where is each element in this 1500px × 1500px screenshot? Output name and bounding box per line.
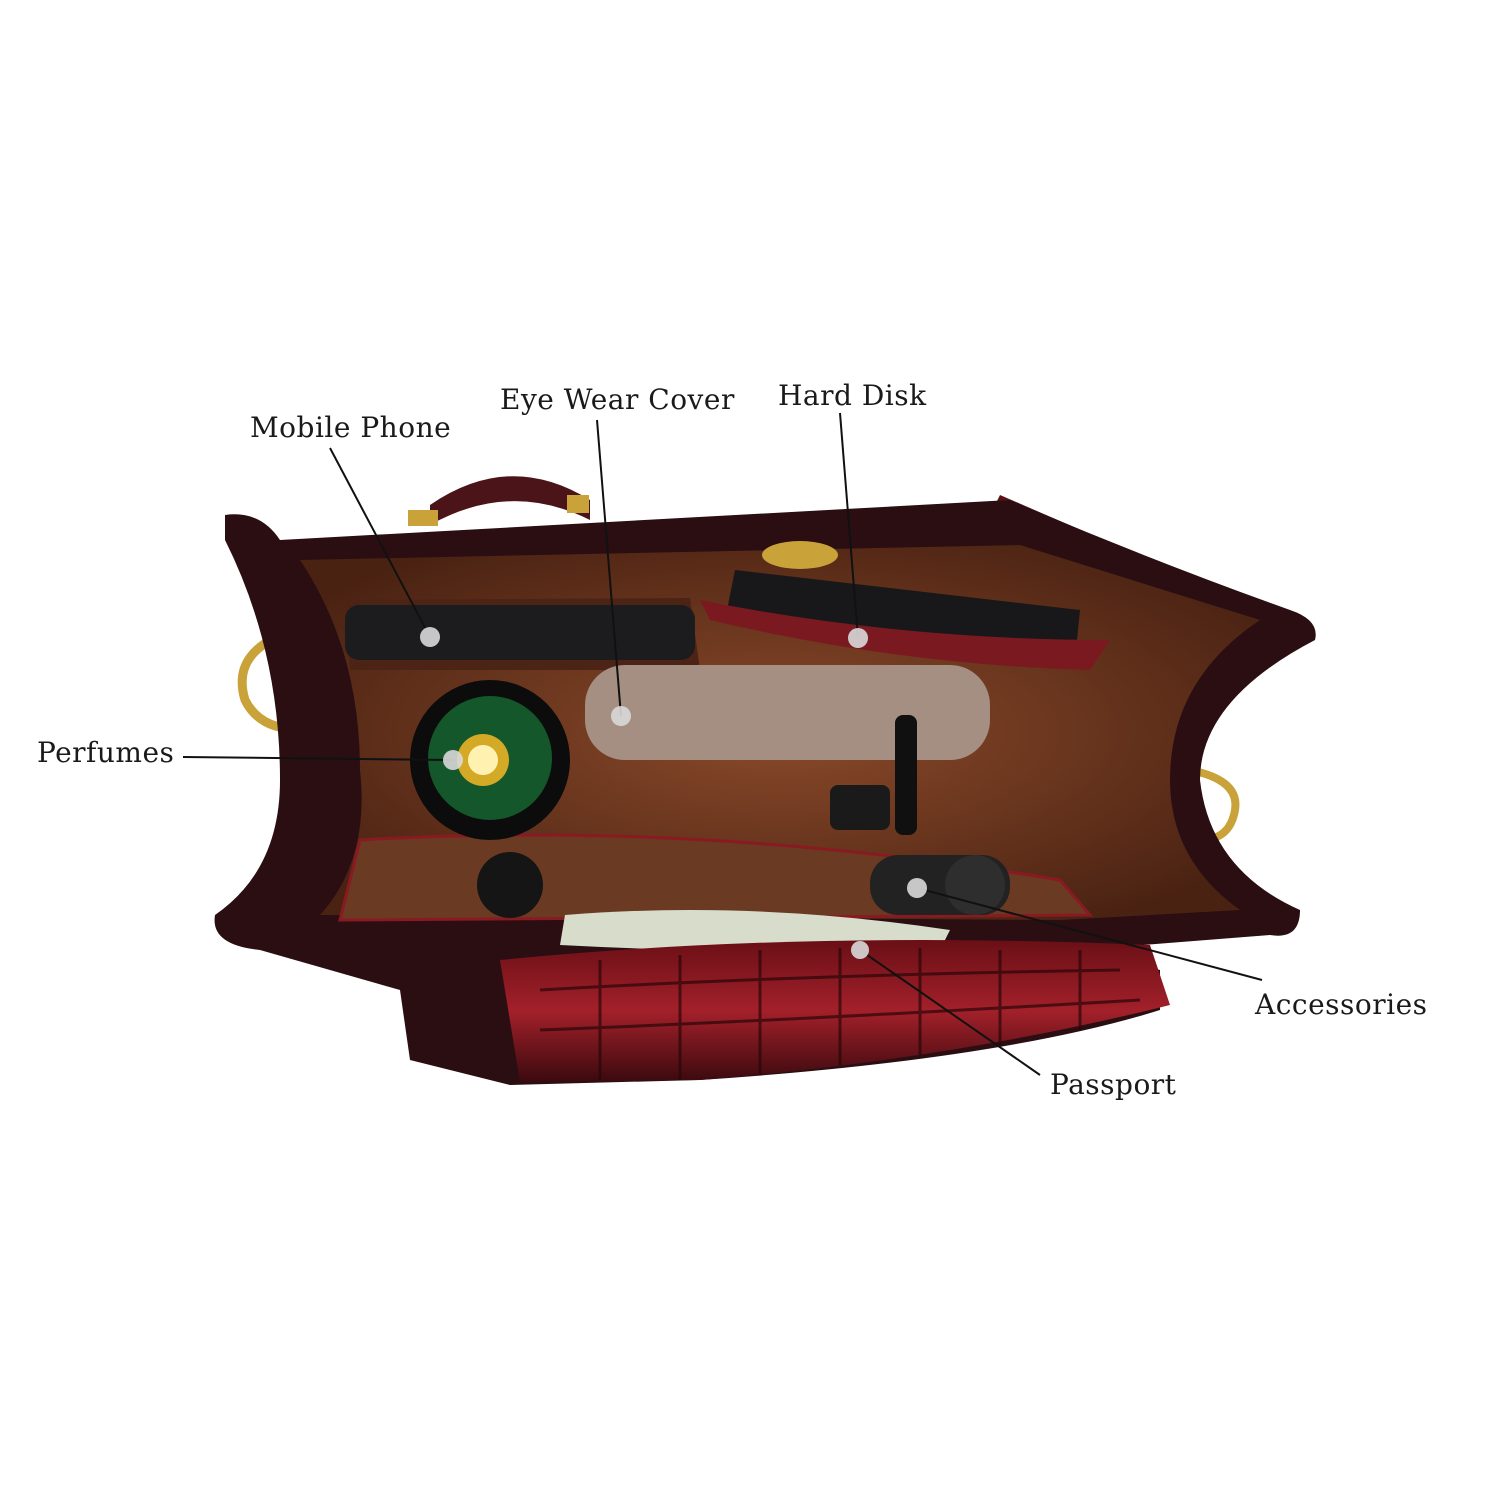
label-mobile-phone: Mobile Phone: [250, 411, 452, 444]
perfume-bottle: [410, 680, 570, 840]
leader-lines: [182, 412, 1263, 1076]
eye-wear-cover: [585, 665, 990, 760]
label-hard-disk: Hard Disk: [778, 379, 927, 412]
mobile-phone: [345, 605, 695, 660]
label-perfumes: Perfumes: [37, 736, 175, 769]
label-eye-wear-cover: Eye Wear Cover: [500, 383, 735, 416]
marker-perfumes: [443, 750, 463, 770]
accessories: [477, 852, 1010, 918]
marker-passport: [851, 941, 869, 959]
marker-accessories: [907, 878, 927, 898]
label-accessories: Accessories: [1255, 988, 1428, 1021]
marker-mobile-phone: [420, 627, 440, 647]
marker-hard-disk: [848, 628, 868, 648]
label-passport: Passport: [1050, 1068, 1177, 1101]
front-flap: [500, 940, 1170, 1082]
marker-eye-wear-cover: [611, 706, 631, 726]
hard-disk: [700, 541, 1110, 670]
